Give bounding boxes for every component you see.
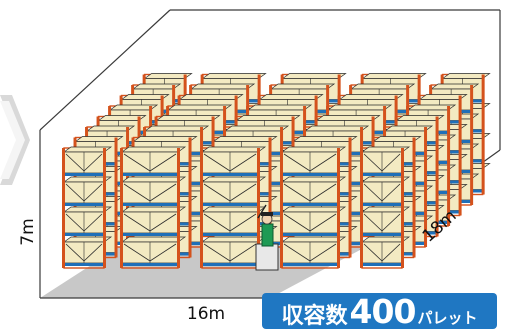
rack-bay-3-depth-0 <box>280 146 347 269</box>
rack-bay-1-depth-0 <box>120 146 187 269</box>
capacity-badge: 収容数 400 パレット <box>262 293 497 329</box>
rack-bay-2-depth-0 <box>200 146 267 269</box>
rack-rows <box>62 73 491 269</box>
forklift-operator-icon <box>255 204 279 271</box>
capacity-label: 収容数 <box>281 304 348 329</box>
capacity-value: 400 <box>349 292 417 331</box>
rack-bay-0-depth-0 <box>62 146 113 269</box>
height-dimension-label: 7m <box>18 218 38 245</box>
chevron-right-icon <box>0 95 30 185</box>
rack-bay-4-depth-0 <box>360 146 411 269</box>
capacity-unit: パレット <box>417 309 478 327</box>
width-dimension-label: 16m <box>187 304 225 324</box>
